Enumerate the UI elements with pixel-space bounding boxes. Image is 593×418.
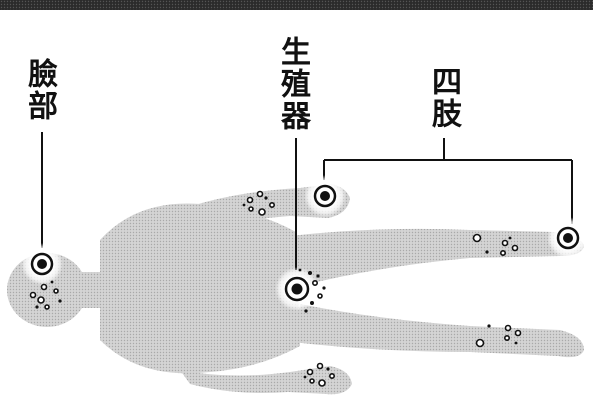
lesion-dots-leg-top xyxy=(472,233,519,257)
label-limbs: 四肢 xyxy=(426,66,461,130)
torso xyxy=(100,203,300,374)
lesion-spots-arm-bottom xyxy=(303,367,330,379)
lesion-spots-genital xyxy=(298,268,326,313)
body-silhouette xyxy=(7,184,584,395)
marker-foot xyxy=(547,217,589,259)
marker-genital xyxy=(275,267,319,311)
leg-top xyxy=(290,228,584,286)
lesion-spots-face xyxy=(35,280,62,309)
lesion-dots-face xyxy=(29,283,59,310)
lesion-spots-leg-top xyxy=(485,236,512,254)
lesion-dots-genital xyxy=(311,279,323,299)
lesion-dots-leg-bottom xyxy=(475,324,522,348)
top-frame-bar xyxy=(0,0,593,10)
callout-lines xyxy=(41,132,573,270)
lesion-spots-arm-top xyxy=(242,196,268,207)
label-genital: 生殖器 xyxy=(275,36,310,132)
lesion-spots-leg-bottom xyxy=(487,324,518,345)
marker-arm xyxy=(304,175,346,217)
leg-bottom xyxy=(292,304,584,358)
label-face: 臉部 xyxy=(22,58,57,122)
marker-face xyxy=(21,243,63,285)
lesion-dots-arm-top xyxy=(246,190,275,216)
lesion-dots-arm-bottom xyxy=(306,362,335,387)
